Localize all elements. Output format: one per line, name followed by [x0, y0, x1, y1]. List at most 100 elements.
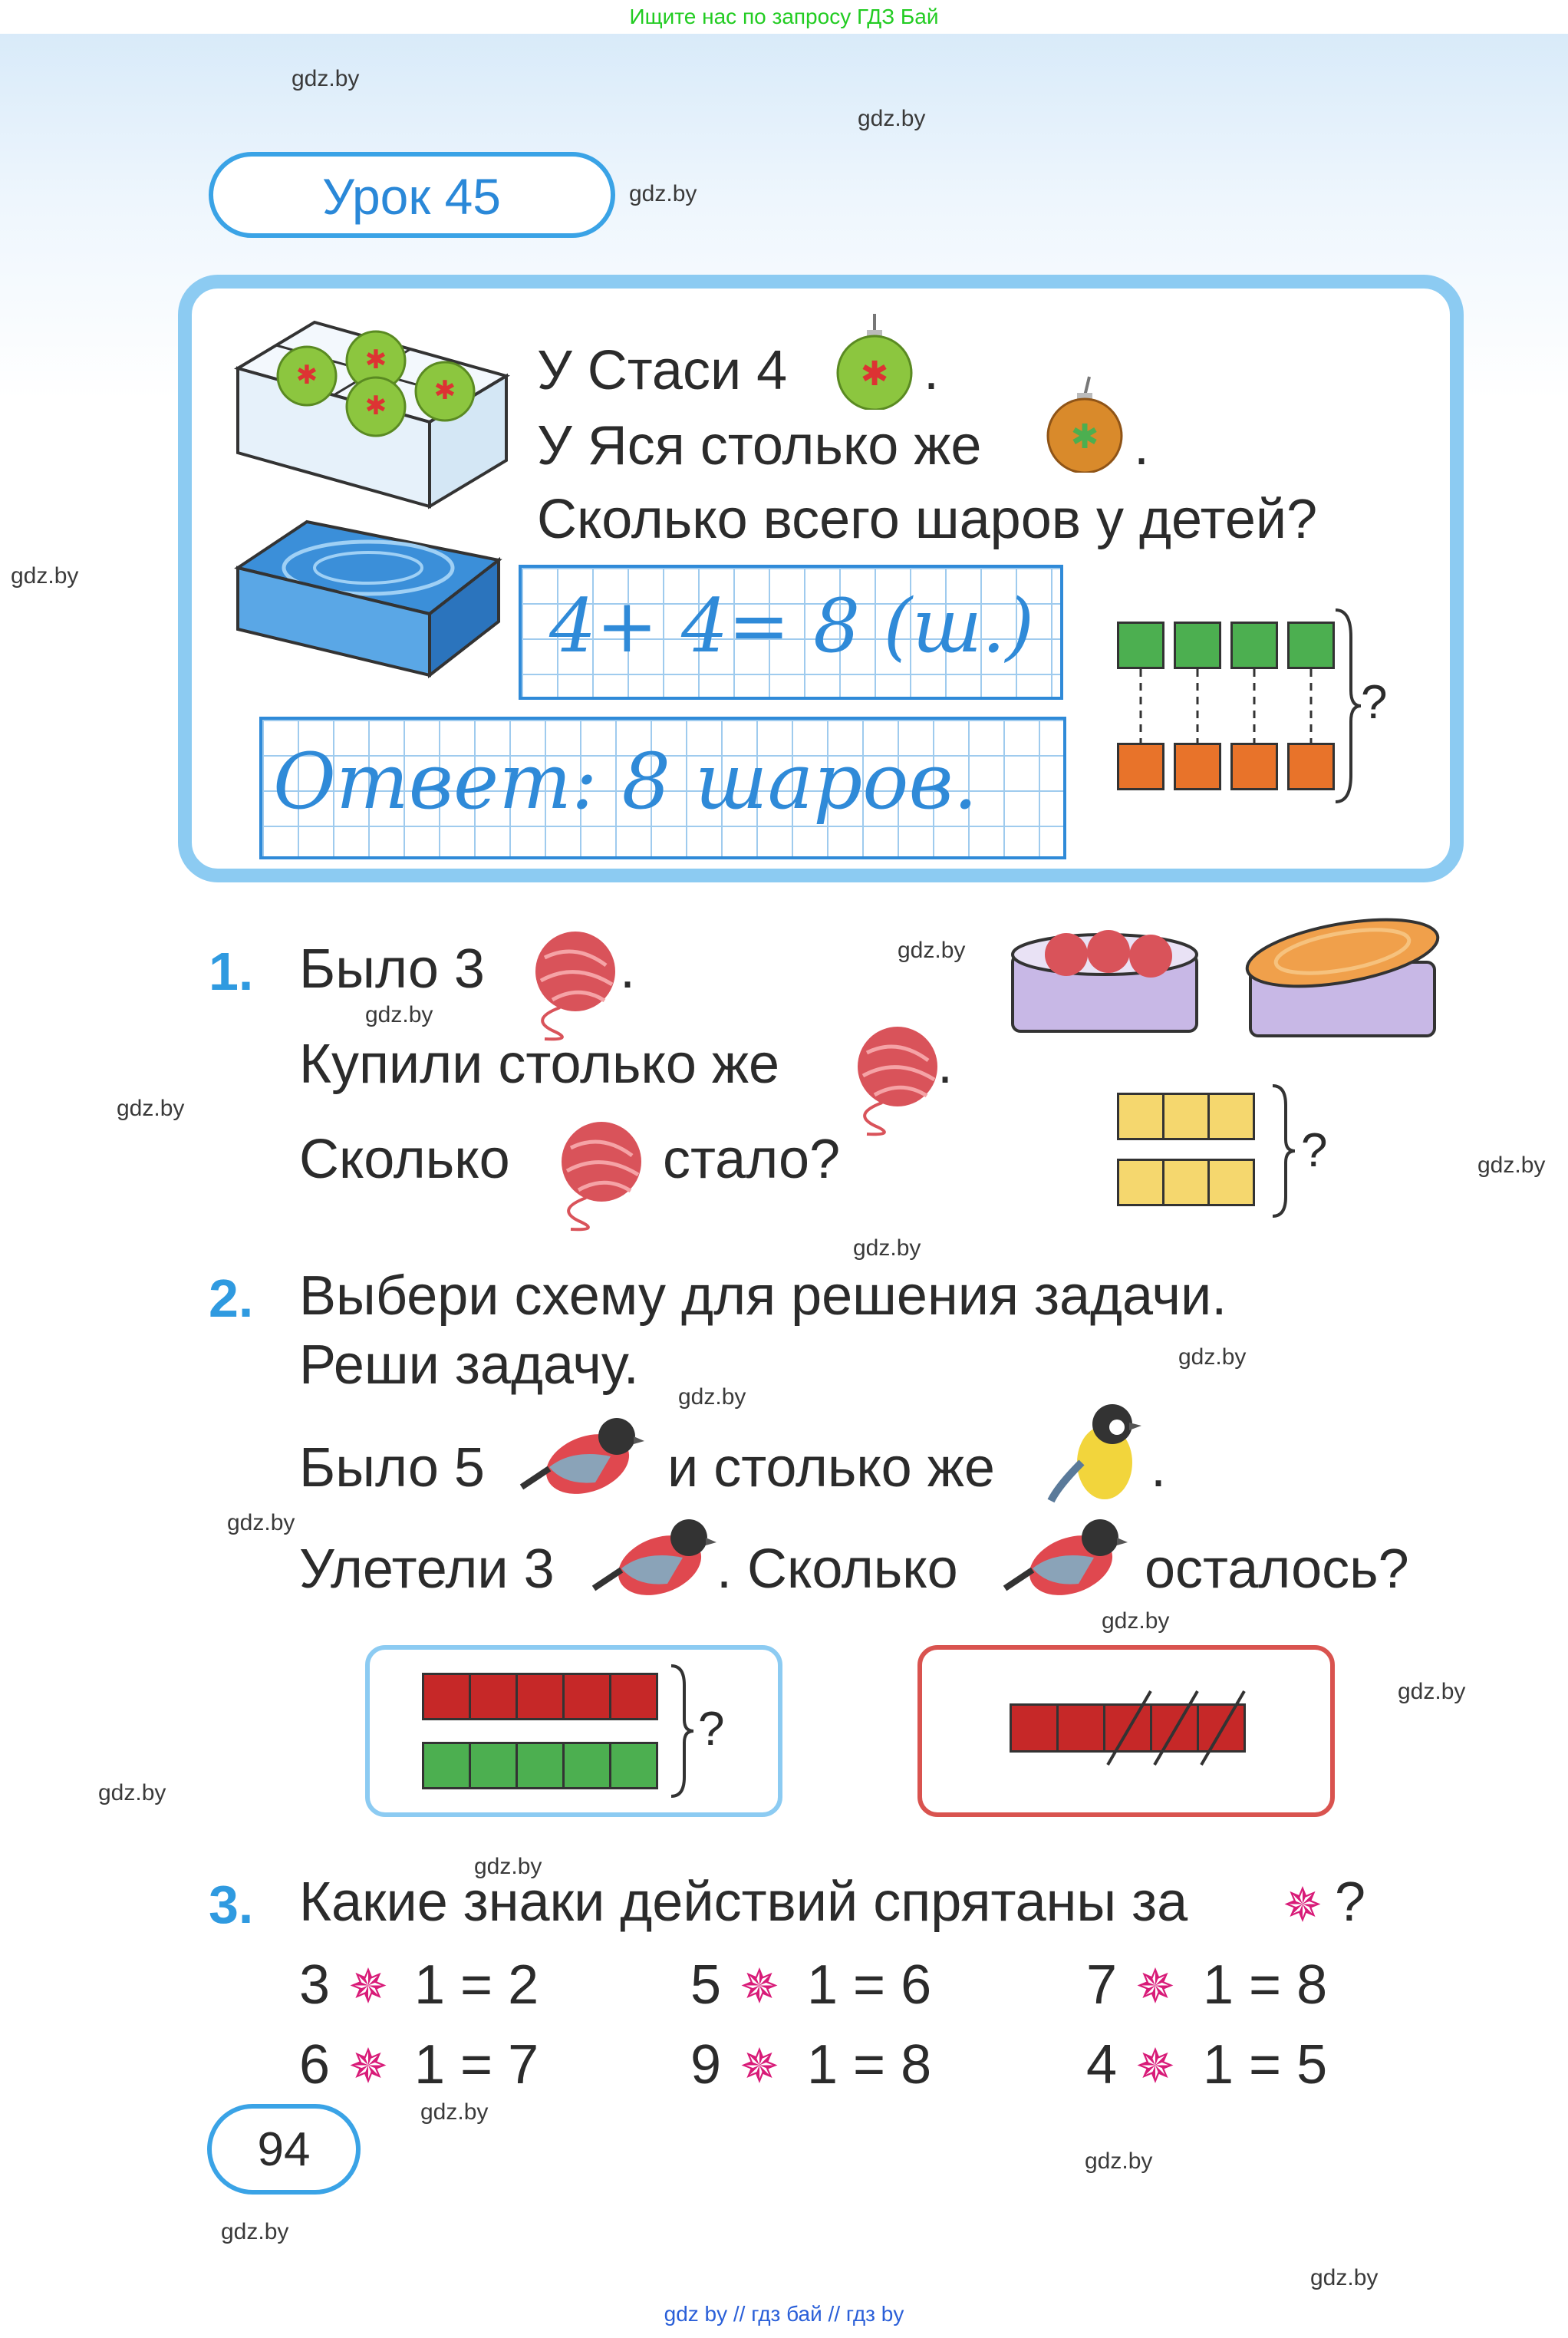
watermark: gdz.by [420, 2099, 489, 2125]
watermark: gdz.by [221, 2219, 289, 2244]
task-2-line-2: Реши задачу. [299, 1334, 639, 1396]
equation-rest: 1 = 5 [1203, 2034, 1328, 2096]
svg-text:✱: ✱ [1071, 418, 1099, 456]
star-icon: ✵ [348, 2040, 388, 2093]
equation-operand: 4 [1086, 2034, 1118, 2096]
footer-links[interactable]: gdz by // гдз бай // гдз by [664, 2302, 904, 2326]
svg-text:✱: ✱ [365, 391, 387, 420]
task-1-line-1: Было 3 [299, 938, 485, 1000]
watermark: gdz.by [117, 1096, 185, 1121]
watermark: gdz.by [227, 1510, 295, 1535]
yarn-ball-icon [858, 1027, 937, 1136]
yellow-strip-bottom [1117, 1159, 1255, 1206]
task-1-number: 1. [209, 941, 254, 1001]
task-3-prompt: Какие знаки действий спрятаны за [299, 1871, 1188, 1933]
task-1-line-1-end: . [620, 938, 636, 1000]
crossed-red-strip [1010, 1703, 1246, 1753]
yellow-strip-top [1117, 1093, 1255, 1140]
example-line-1: У Стаси 4 [537, 340, 788, 401]
page-number: 94 [257, 2123, 311, 2176]
brace-icon [1335, 608, 1362, 803]
watermark: gdz.by [1310, 2265, 1379, 2290]
task-1-line-2-end: . [937, 1034, 954, 1095]
red-strip [422, 1673, 658, 1720]
strike-marks [1106, 1690, 1246, 1766]
equation-operand: 6 [299, 2034, 331, 2096]
answer-text: Ответ: 8 шаров. [273, 737, 978, 826]
watermark: gdz.by [1477, 1153, 1546, 1178]
watermark: gdz.by [98, 1780, 166, 1805]
example-line-2-end: . [1134, 415, 1150, 477]
answer-grid [259, 717, 1066, 859]
star-icon: ✵ [1135, 2040, 1175, 2093]
watermark: gdz.by [1178, 1344, 1247, 1370]
page-number-badge: 94 [207, 2104, 361, 2195]
star-icon: ✵ [740, 2040, 779, 2093]
watermark: gdz.by [474, 1854, 542, 1879]
bullfinch-icon [519, 1418, 644, 1494]
task-1-line-3b: стало? [663, 1129, 841, 1190]
watermark: gdz.by [853, 1235, 921, 1261]
task-2-line-1: Выбери схему для решения задачи. [299, 1265, 1227, 1327]
task-3-prompt-end: ? [1335, 1871, 1366, 1933]
brace-icon [1272, 1084, 1296, 1218]
example-line-3: Сколько всего шаров у детей? [537, 489, 1318, 550]
equation-operand: 5 [690, 1954, 722, 2016]
orange-ornament-icon: ✱ [1046, 376, 1123, 473]
task-2-question-mark: ? [698, 1703, 725, 1756]
task-3-number: 3. [209, 1875, 254, 1934]
watermark: gdz.by [678, 1384, 746, 1410]
watermark: gdz.by [858, 106, 926, 131]
equation-rest: 1 = 2 [414, 1954, 539, 2016]
tit-bird-icon [1047, 1404, 1141, 1503]
task-2-line-3b: и столько же [667, 1437, 995, 1499]
bullfinch-icon [591, 1519, 716, 1595]
task-2-line-3-end: . [1151, 1437, 1167, 1499]
svg-text:✱: ✱ [434, 376, 456, 405]
task-2-number: 2. [209, 1268, 254, 1328]
bullfinch-icon [1003, 1519, 1128, 1595]
watermark: gdz.by [292, 66, 360, 91]
brace-icon [670, 1664, 694, 1798]
watermark: gdz.by [1102, 1608, 1170, 1634]
watermark: gdz.by [1085, 2148, 1153, 2174]
task-1-line-3a: Сколько [299, 1129, 510, 1190]
task-2-line-3a: Было 5 [299, 1437, 485, 1499]
task-1-question-mark: ? [1301, 1124, 1328, 1177]
example-line-1-end: . [924, 340, 940, 401]
green-ornament-icon: ✱ [836, 314, 913, 410]
equation-operand: 7 [1086, 1954, 1118, 2016]
watermark: gdz.by [11, 563, 79, 589]
green-strip [422, 1742, 658, 1789]
equation-rest: 1 = 8 [1203, 1954, 1328, 2016]
lesson-title-badge: Урок 45 [209, 152, 615, 238]
equation-operand: 3 [299, 1954, 331, 2016]
lesson-title: Урок 45 [322, 168, 501, 225]
yarn-boxes-illustration [1011, 918, 1440, 1037]
task-1-line-2: Купили столько же [299, 1034, 780, 1095]
task-2-line-4a: Улетели 3 [299, 1538, 555, 1600]
star-icon: ✵ [348, 1960, 388, 2013]
equation-rest: 1 = 6 [807, 1954, 932, 2016]
orange-squares-row [1117, 743, 1335, 790]
svg-text:✱: ✱ [296, 361, 318, 390]
watermark: gdz.by [1398, 1679, 1466, 1704]
solution-grid [519, 565, 1063, 700]
star-icon: ✵ [1135, 1960, 1175, 2013]
example-line-2: У Яся столько же [537, 415, 982, 477]
svg-text:✱: ✱ [365, 345, 387, 374]
top-banner: Ищите нас по запросу ГДЗ Бай [0, 0, 1568, 34]
svg-text:✱: ✱ [861, 355, 889, 393]
yarn-ball-icon [562, 1122, 641, 1232]
green-squares-row [1117, 622, 1335, 669]
yarn-ball-icon [535, 932, 615, 1041]
watermark: gdz.by [365, 1002, 433, 1027]
equation-rest: 1 = 8 [807, 2034, 932, 2096]
solution-expression: 4+ 4= 8 (ш.) [549, 583, 1035, 669]
watermark: gdz.by [898, 938, 966, 963]
equation-operand: 9 [690, 2034, 722, 2096]
watermark: gdz.by [629, 181, 697, 206]
example-question-mark: ? [1361, 676, 1388, 729]
task-2-line-4c: осталось? [1145, 1538, 1409, 1600]
dashed-connectors [1139, 669, 1313, 743]
